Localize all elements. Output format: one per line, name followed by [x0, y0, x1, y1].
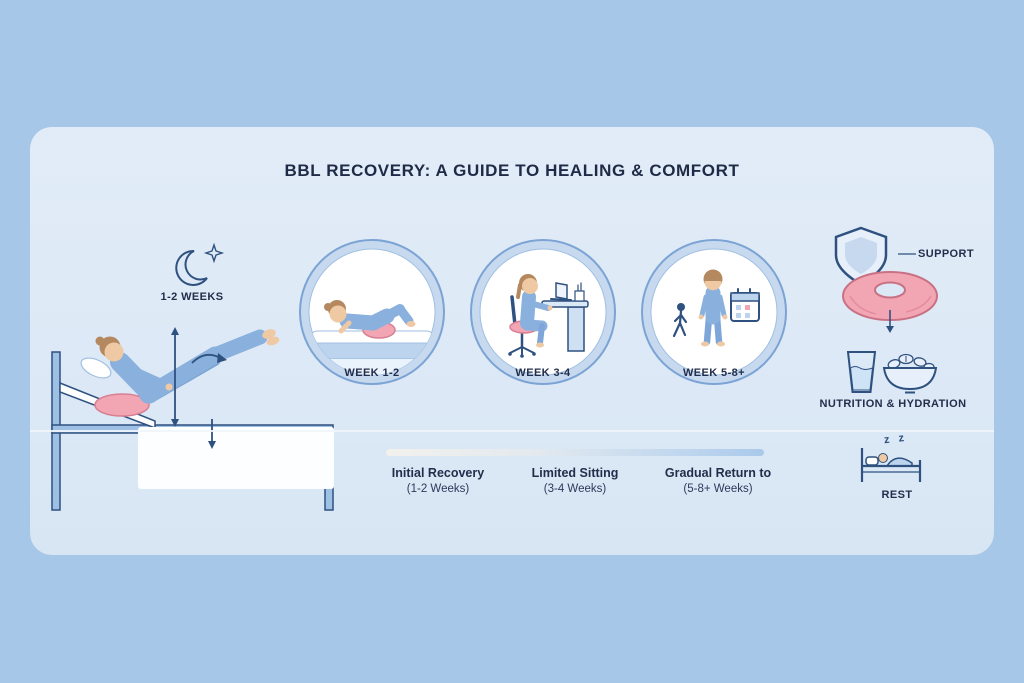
timeline-phase-initial: Initial Recovery (1-2 Weeks) — [368, 466, 508, 497]
timeline-progress-bar — [386, 449, 764, 456]
moon-icon — [175, 242, 225, 286]
head-pillow — [80, 357, 112, 379]
timeline-divider — [30, 430, 994, 432]
timeline-phase-sitting: Limited Sitting (3-4 Weeks) — [505, 466, 645, 497]
salad-bowl-icon — [882, 353, 938, 394]
stage-circle-week-3-4 — [470, 239, 616, 385]
support-illustration — [834, 226, 938, 333]
phase-name: Gradual Return to — [664, 466, 772, 480]
stage-label-week-3-4: WEEK 3-4 — [515, 367, 571, 379]
reclining-person — [95, 329, 280, 404]
blanket — [138, 427, 334, 489]
stage-label-week-5-8: WEEK 5-8+ — [683, 367, 745, 379]
donut-pillow-icon — [842, 271, 938, 321]
recovery-bed-illustration — [51, 242, 334, 511]
sparkle-icon — [203, 242, 225, 264]
rest-bed-icon — [860, 448, 922, 482]
shield-icon — [834, 226, 888, 286]
stage-circle-week-5-8 — [641, 239, 787, 385]
nutrition-illustration — [846, 351, 938, 394]
stage-circle-week-1-2 — [299, 239, 445, 385]
phase-range: (3-4 Weeks) — [543, 482, 607, 495]
elevation-arrow-icon — [171, 327, 179, 427]
standing-return-scene — [672, 269, 760, 347]
phase-name: Initial Recovery — [391, 466, 485, 480]
duration-label: 1-2 WEEKS — [160, 291, 224, 303]
stage-label-week-1-2: WEEK 1-2 — [344, 367, 400, 379]
water-glass-icon — [846, 351, 877, 393]
support-label: SUPPORT — [918, 248, 974, 260]
phase-range: (5-8+ Weeks) — [683, 482, 753, 495]
calendar-icon — [730, 288, 760, 322]
bbl-pillow — [94, 393, 150, 417]
phase-name: Limited Sitting — [531, 466, 619, 480]
page-title: BBL RECOVERY: A GUIDE TO HEALING & COMFO… — [284, 161, 740, 180]
nutrition-label: NUTRITION & HYDRATION — [819, 398, 967, 410]
walking-figure-icon — [672, 303, 688, 338]
support-arrow-icon — [886, 310, 894, 333]
timeline-phase-return: Gradual Return to (5-8+ Weeks) — [648, 466, 788, 497]
curved-arrow-icon — [191, 353, 227, 364]
sitting-desk-scene — [508, 274, 589, 358]
phase-range: (1-2 Weeks) — [406, 482, 470, 495]
rest-label: REST — [881, 489, 913, 501]
